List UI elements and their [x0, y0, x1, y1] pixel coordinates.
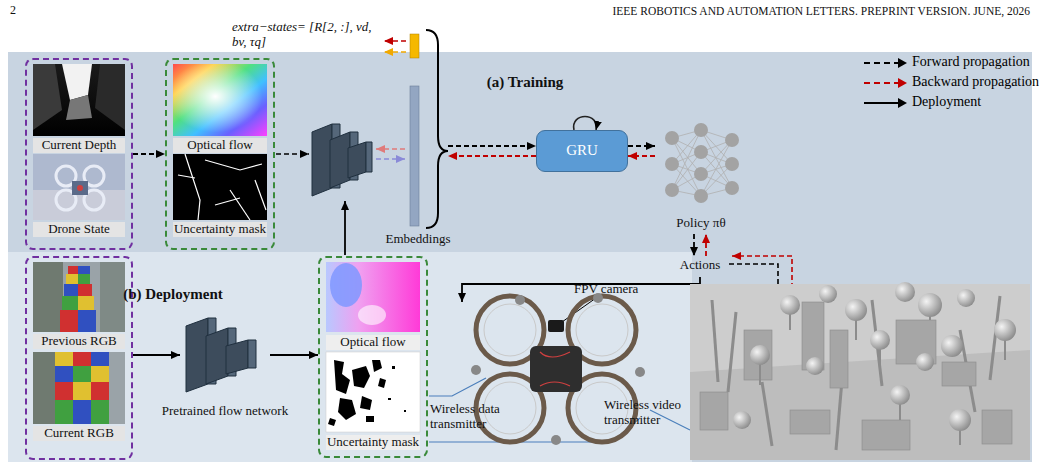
input-group-box: Current DepthDrone State — [25, 58, 133, 250]
dashed-arrow — [133, 153, 165, 155]
node-label: Optical flow — [173, 138, 267, 153]
node-sublabel: Uncertainty mask — [326, 435, 420, 450]
node-sublabel: Uncertainty mask — [173, 222, 267, 237]
solid-arrow — [270, 354, 318, 356]
node-label: Previous RGB — [33, 334, 125, 349]
legend-line-sample — [862, 56, 908, 70]
node-sublabel: Drone State — [33, 222, 125, 237]
flow-group-box: Optical flowUncertainty mask — [318, 256, 428, 458]
node-label: Pretrained flow network — [154, 404, 296, 419]
legend-line-sample — [862, 96, 908, 110]
callout-label: Wireless data transmitter — [430, 402, 508, 432]
running-header: IEEE ROBOTICS AND AUTOMATION LETTERS. PR… — [470, 5, 1030, 18]
legend-row: Forward propagation — [862, 54, 1032, 72]
legend-row: Deployment — [862, 94, 1032, 112]
dashed-arrow — [705, 234, 707, 256]
dashed-arrow — [693, 234, 695, 256]
node-sublabel: Current RGB — [33, 426, 125, 441]
actions-label-box: Actions — [672, 256, 728, 276]
solid-arrow — [133, 354, 180, 356]
extra-states-label: extra−states= [R[2, :], vd, bv, τq] — [232, 20, 382, 50]
gru-box: GRU — [536, 130, 628, 172]
legend-text: Deployment — [912, 94, 981, 110]
page-number: 2 — [10, 4, 40, 18]
flow-group-box: Optical flowUncertainty mask — [165, 58, 275, 250]
rgb-group-box: Previous RGB Current RGB — [25, 256, 133, 460]
node-label: Policy πθ — [651, 216, 751, 231]
policy-network: Policy πθ — [655, 120, 747, 234]
node-label: (b) Deployment — [103, 286, 243, 303]
node-label: Optical flow — [326, 335, 420, 350]
legend-text: Backward propagation — [912, 74, 1039, 90]
callout-label: Wireless video transmitter — [604, 398, 684, 428]
legend-text: Forward propagation — [912, 54, 1030, 70]
node-label: GRU — [537, 142, 627, 159]
node-label: (a) Training — [460, 74, 590, 91]
legend-row: Backward propagation — [862, 74, 1032, 92]
node-label: Actions — [672, 258, 728, 273]
embedding-bar: Embeddings — [402, 84, 448, 230]
node-label: Current Depth — [33, 138, 125, 153]
flow-network: Pretrained flow network — [180, 318, 270, 392]
node-label: Embeddings — [378, 232, 458, 247]
legend-line-sample — [862, 76, 908, 90]
callout-label: FPV camera — [574, 282, 664, 297]
